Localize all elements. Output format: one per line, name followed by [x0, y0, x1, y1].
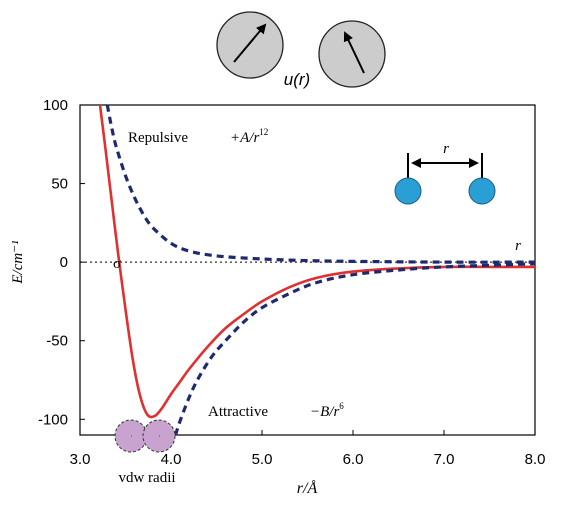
x-axis: 3.0 4.0 5.0 6.0 7.0 8.0	[70, 430, 546, 468]
sigma-label: σ	[113, 256, 121, 272]
x-tick-label: 3.0	[70, 451, 91, 468]
attractive-label: Attractive	[208, 404, 268, 420]
distance-diagram: r	[394, 141, 496, 205]
vdw-radii-label: vdw radii	[118, 470, 175, 486]
x-tick-label: 6.0	[343, 451, 364, 468]
y-axis-label: E/cm⁻¹	[10, 240, 26, 285]
series-layer	[98, 104, 536, 436]
y-axis: 100 50 0 -50 -100	[38, 97, 85, 428]
dipole-arrow-left-icon	[233, 23, 267, 63]
x-tick-label: 8.0	[525, 451, 546, 468]
vdw-radii-diagram	[114, 419, 176, 453]
y-tick-label: 100	[43, 97, 68, 114]
attractive-formula-base: −B/r	[310, 404, 339, 420]
attractive-formula-exponent: 6	[339, 401, 344, 411]
series-line-2	[105, 104, 536, 264]
y-tick-label: -100	[38, 411, 68, 428]
y-tick-label: -50	[46, 333, 68, 350]
molecule-left-icon	[216, 11, 284, 79]
x-tick-label: 4.0	[161, 451, 182, 468]
molecule-right-icon	[318, 20, 386, 88]
x-axis-label: r/Å	[297, 479, 318, 497]
x-tick-label: 5.0	[252, 451, 273, 468]
potential-label: u(r)	[284, 70, 310, 89]
series-line-1	[98, 104, 535, 419]
r-right-label: r	[515, 238, 521, 254]
distance-r-label: r	[443, 141, 449, 157]
atom-left-icon	[394, 177, 422, 205]
dipole-arrow-right-icon	[343, 31, 365, 74]
y-tick-label: 50	[51, 176, 68, 193]
repulsive-label: Repulsive	[128, 130, 188, 146]
top-molecules: u(r)	[216, 11, 386, 89]
x-tick-label: 7.0	[434, 451, 455, 468]
series-line-3	[173, 262, 536, 436]
repulsive-formula: +A/r12	[230, 127, 268, 146]
plot-frame	[79, 104, 536, 436]
attractive-formula: −B/r6	[310, 401, 344, 420]
repulsive-formula-exponent: 12	[259, 127, 268, 137]
atom-right-icon	[468, 177, 496, 205]
y-tick-label: 0	[60, 254, 68, 271]
repulsive-formula-base: +A/r	[230, 130, 259, 146]
